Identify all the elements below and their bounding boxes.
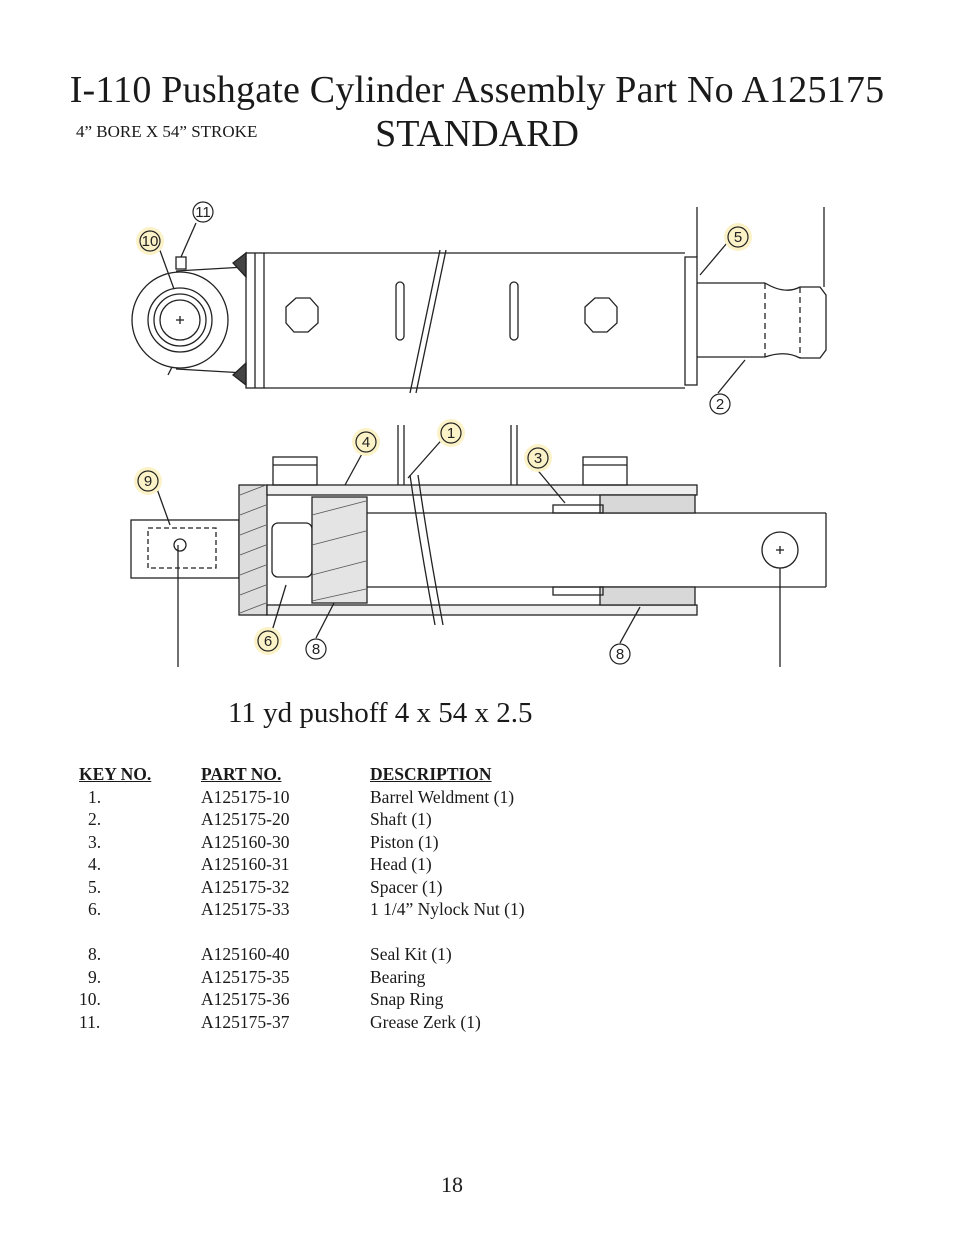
key-no-cell: 5. [88,876,102,897]
cylinder-assembly-drawing: 11 10 5 2 1 4 3 9 6 8 8 [130,201,827,667]
part-no-cell [201,921,370,944]
assembly-caption: 11 yd pushoff 4 x 54 x 2.5 [228,697,533,729]
description-cell: Snap Ring [370,989,444,1010]
svg-text:10: 10 [142,233,159,250]
callout-8-left: 8 [305,638,327,660]
part-no-cell: A125160-31 [201,854,290,875]
table-row: 10. A125175-36 Snap Ring [79,989,670,1012]
svg-text:11: 11 [195,204,211,221]
parts-table: KEY NO. PART NO. DESCRIPTION 1. A125175-1… [79,763,670,1034]
table-row [79,921,670,944]
part-no-cell: A125160-30 [201,831,290,852]
page-subtitle: STANDARD [375,113,579,155]
callout-3: 3 [524,444,552,472]
description-cell: Bearing [370,966,426,987]
page-number: 18 [441,1172,463,1197]
callout-6: 6 [254,627,282,655]
header-part-no: PART NO. [201,764,282,784]
part-no-cell: A125175-37 [201,1011,290,1032]
svg-text:8: 8 [616,646,624,663]
table-row: 1. A125175-10 Barrel Weldment (1) [79,786,670,809]
part-no-cell: A125175-32 [201,876,290,897]
part-no-cell: A125175-35 [201,966,290,987]
callout-8-right: 8 [609,643,631,665]
description-cell: Grease Zerk (1) [370,1011,481,1032]
svg-text:6: 6 [264,633,272,650]
callout-11: 11 [192,201,214,223]
part-no-cell: A125160-40 [201,944,290,965]
key-no-cell: 3. [88,831,102,852]
svg-text:3: 3 [534,450,542,467]
table-row: 11. A125175-37 Grease Zerk (1) [79,1011,670,1034]
description-cell: Seal Kit (1) [370,944,452,965]
key-no-cell: 1. [88,786,102,807]
svg-text:5: 5 [734,229,742,246]
description-cell: 1 1/4” Nylock Nut (1) [370,899,525,920]
part-no-cell: A125175-36 [201,989,290,1010]
part-no-cell: A125175-20 [201,809,290,830]
table-row: 5. A125175-32 Spacer (1) [79,876,670,899]
table-row: 2. A125175-20 Shaft (1) [79,809,670,832]
table-row: 4. A125160-31 Head (1) [79,854,670,877]
key-no-cell: 6. [88,899,102,920]
table-row: 3. A125160-30 Piston (1) [79,831,670,854]
svg-text:1: 1 [447,425,455,442]
key-no-cell: 9. [88,966,102,987]
part-no-cell: A125175-10 [201,786,290,807]
callout-9: 9 [134,467,162,495]
description-cell: Barrel Weldment (1) [370,786,515,807]
key-no-cell: 11. [79,1011,101,1032]
header-key-no: KEY NO. [79,764,152,784]
callout-1: 1 [437,419,465,447]
callout-4: 4 [352,428,380,456]
table-row: 6. A125175-33 1 1/4” Nylock Nut (1) [79,899,670,922]
description-cell: Piston (1) [370,831,439,852]
svg-text:4: 4 [362,434,370,451]
description-cell: Spacer (1) [370,876,443,897]
key-no-cell: 2. [88,809,102,830]
svg-text:8: 8 [312,641,320,658]
bore-stroke-spec: 4” BORE X 54” STROKE [76,122,258,141]
page-title: I-110 Pushgate Cylinder Assembly Part No… [69,69,885,111]
callout-2: 2 [709,393,731,415]
description-cell: Shaft (1) [370,809,432,830]
key-no-cell: 10. [79,989,101,1010]
header-description: DESCRIPTION [370,764,492,784]
key-no-cell [79,921,201,944]
table-row: 8. A125160-40 Seal Kit (1) [79,944,670,967]
key-no-cell: 4. [88,854,102,875]
description-cell: Head (1) [370,854,432,875]
parts-table-header: KEY NO. PART NO. DESCRIPTION [79,763,670,786]
table-row: 9. A125175-35 Bearing [79,966,670,989]
svg-text:2: 2 [716,396,724,413]
description-cell [370,921,670,944]
callout-10: 10 [136,227,164,255]
key-no-cell: 8. [88,944,102,965]
svg-text:9: 9 [144,473,152,490]
part-no-cell: A125175-33 [201,899,290,920]
callout-5: 5 [724,223,752,251]
